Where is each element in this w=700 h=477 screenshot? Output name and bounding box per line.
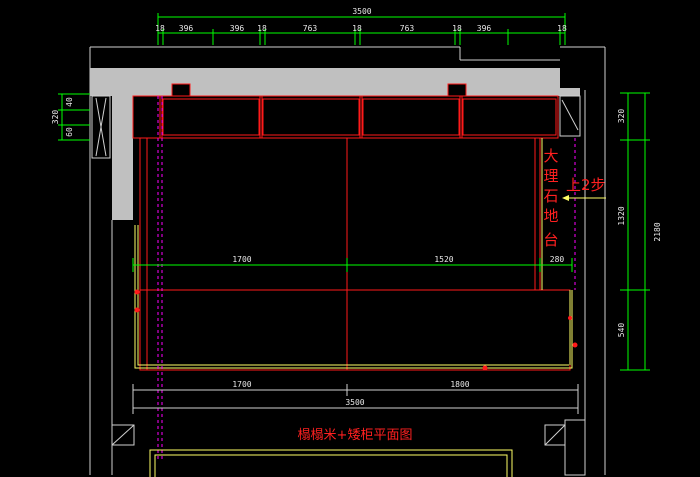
top-overall-dim: 3500: [352, 7, 371, 16]
top-dimension-lines: [157, 13, 566, 45]
right-upper-dim: 320: [617, 109, 626, 124]
bottom-right-dim: 1800: [450, 380, 469, 389]
bottom-overall-dim: 3500: [345, 398, 364, 407]
right-overall-dim: 2180: [653, 222, 662, 241]
step-note-group: 上2步: [562, 176, 606, 201]
top-dim-3: 18: [257, 24, 267, 33]
left-dimension-lines: [58, 93, 90, 141]
step-arrow-icon: [562, 195, 569, 201]
platform-char-3: 地: [543, 207, 558, 225]
top-dim-6: 763: [400, 24, 415, 33]
section-markers: [134, 289, 578, 371]
vents: [171, 83, 467, 97]
top-segment-dims: 18 396 396 18 763 18 763 18 396 18: [155, 24, 567, 33]
guide-lines: [157, 96, 576, 460]
right-dimension-lines: [620, 92, 650, 371]
inner-dimension-lines: [132, 258, 573, 272]
inner-left-dim: 1700: [232, 255, 251, 264]
step-note: 上2步: [566, 176, 606, 194]
lower-cabinet: [149, 449, 513, 477]
platform-note: 大 理 石 地 台: [543, 147, 558, 249]
platform-char-2: 石: [543, 187, 558, 205]
upper-cabinets: [132, 95, 559, 139]
wall-band: [90, 68, 580, 220]
inner-small-dim: 280: [550, 255, 565, 264]
platform-char-1: 理: [543, 167, 558, 185]
top-dim-8: 396: [477, 24, 492, 33]
platform-char-0: 大: [543, 147, 558, 165]
right-lower-dim: 540: [617, 323, 626, 338]
room-outline: [89, 46, 606, 475]
top-dim-7: 18: [452, 24, 462, 33]
top-dim-2: 396: [230, 24, 245, 33]
left-dim-1: 40: [65, 97, 74, 107]
top-dim-9: 18: [557, 24, 567, 33]
left-dim-0: 320: [51, 110, 60, 125]
drawing-title: 榻榻米+矮柜平面图: [298, 428, 413, 443]
inner-right-dim: 1520: [434, 255, 453, 264]
top-dim-0: 18: [155, 24, 165, 33]
tatami-platform: [139, 137, 571, 371]
bottom-left-dim: 1700: [232, 380, 251, 389]
lower-wall-detail: [111, 419, 586, 476]
yellow-edge-trim: [134, 138, 573, 369]
top-dim-5: 18: [352, 24, 362, 33]
right-corner-block: [559, 95, 581, 137]
right-middle-dim: 1320: [617, 206, 626, 225]
top-dim-1: 396: [179, 24, 194, 33]
platform-char-4: 台: [543, 231, 558, 249]
top-dim-4: 763: [303, 24, 318, 33]
bottom-dimension-lines: [132, 384, 579, 414]
left-window: [91, 95, 111, 159]
left-dim-2: 60: [65, 127, 74, 137]
